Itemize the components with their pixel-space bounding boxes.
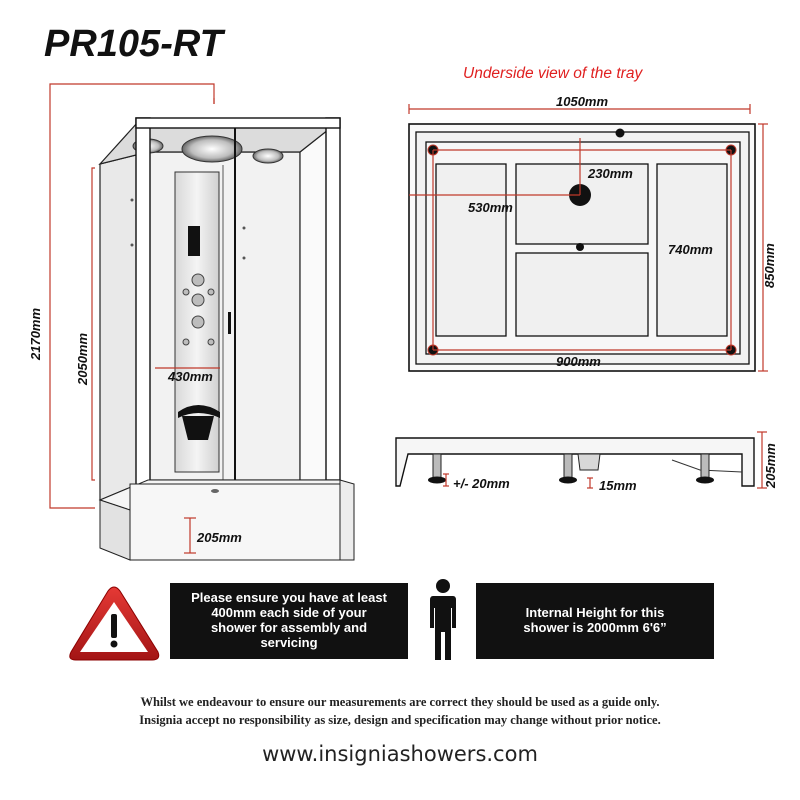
clearance-notice-line-2: 400mm each side of your xyxy=(211,605,367,621)
warning-triangle-icon xyxy=(69,586,160,661)
internal-height-notice: Internal Height for this shower is 2000m… xyxy=(476,583,714,659)
dim-drain-offset-y: 230mm xyxy=(587,166,633,181)
shower-tray xyxy=(99,499,131,561)
ceiling-light-right xyxy=(252,148,284,164)
shower-cabin-illustration xyxy=(98,117,355,561)
disclaimer: Whilst we endeavour to ensure our measur… xyxy=(0,693,800,729)
model-title: PR105-RT xyxy=(44,23,226,65)
disclaimer-line-2: Insignia accept no responsibility as siz… xyxy=(139,713,661,727)
dim-inner-width: 900mm xyxy=(556,354,601,369)
tray-caption: Underside view of the tray xyxy=(463,65,643,82)
dim-tray-width: 1050mm xyxy=(556,94,608,109)
dim-leg-adjust: +/- 20mm xyxy=(453,476,510,491)
door-handle xyxy=(228,312,231,334)
clearance-notice-line-4: servicing xyxy=(260,634,318,650)
rain-shower-head xyxy=(181,135,243,163)
tray-dimensions xyxy=(408,104,768,372)
massage-jets xyxy=(182,273,215,346)
dim-tray-side-height: 205mm xyxy=(763,443,778,489)
control-panel xyxy=(188,226,200,256)
dim-door-width: 430mm xyxy=(167,369,213,384)
tray-side-view xyxy=(395,431,767,489)
dim-waste-clearance: 15mm xyxy=(599,478,637,493)
dim-drain-offset-x: 530mm xyxy=(468,200,513,215)
clearance-notice: Please ensure you have at least 400mm ea… xyxy=(170,583,408,659)
dim-total-height: 2170mm xyxy=(28,308,43,361)
website-url[interactable]: www.insigniashowers.com xyxy=(262,742,538,766)
waste-trap xyxy=(577,453,601,471)
clearance-notice-line-3: shower for assembly and xyxy=(210,620,368,635)
dim-tray-front-height: 205mm xyxy=(196,530,242,545)
dim-tray-depth: 850mm xyxy=(762,243,777,288)
cabin-dimensions xyxy=(49,83,220,554)
fold-down-seat xyxy=(178,405,220,440)
internal-height-line-2: shower is 2000mm 6'6” xyxy=(523,620,667,635)
dim-cabin-height: 2050mm xyxy=(75,333,90,386)
tray-underside-view xyxy=(408,123,756,372)
dim-inner-depth: 740mm xyxy=(668,242,713,257)
person-silhouette-icon xyxy=(430,579,456,660)
clearance-notice-line-1: Please ensure you have at least xyxy=(191,590,387,606)
internal-height-line-1: Internal Height for this xyxy=(525,605,665,621)
disclaimer-line-1: Whilst we endeavour to ensure our measur… xyxy=(140,695,660,709)
